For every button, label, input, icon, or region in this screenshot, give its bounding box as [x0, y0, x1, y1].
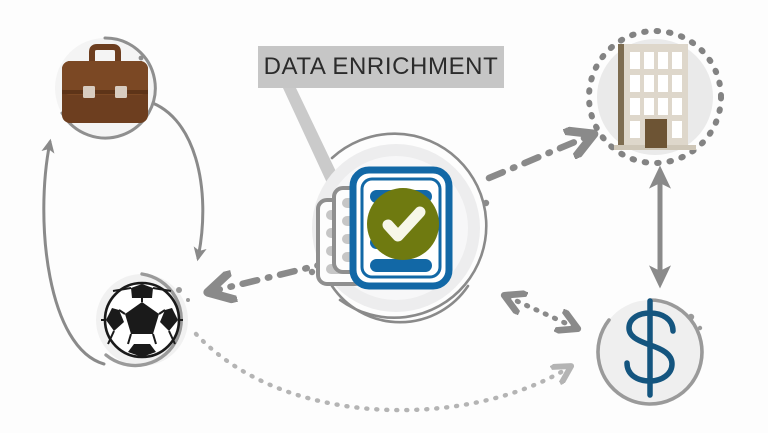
dollar-sign-icon [624, 298, 676, 398]
building-left-edge-icon [618, 44, 624, 148]
briefcase-clasp-right-icon [115, 86, 127, 98]
node-dollar[interactable] [596, 298, 704, 406]
briefcase-clasp-left-icon [83, 86, 95, 98]
briefcase-ring-arc [60, 36, 157, 140]
soccer-ring-dot-b [186, 298, 190, 302]
connector-briefcase-to-soccer [141, 98, 207, 262]
center-ring-dot-a [308, 268, 316, 276]
soccer-patch-right-icon [160, 308, 178, 331]
node-soccer-ball[interactable] [96, 272, 190, 368]
briefcase-ring-dot [138, 55, 144, 61]
node-building[interactable] [586, 28, 724, 166]
dollar-ring-dot-a [687, 313, 695, 321]
briefcase-handle-icon [89, 44, 121, 62]
soccer-patch-center-icon [125, 302, 159, 334]
center-ring-arc-inner [330, 284, 470, 324]
center-verified-badge-icon [367, 188, 439, 260]
briefcase-divider-icon [62, 90, 148, 94]
soccer-seams-icon [101, 287, 183, 345]
building-windows-icon [630, 52, 682, 138]
soccer-ring-dot-a [176, 287, 182, 293]
soccer-patch-bottom-icon [128, 344, 156, 357]
node-briefcase[interactable] [55, 36, 157, 140]
connector-soccer-to-briefcase [41, 138, 106, 366]
dollar-ring-dot-b [697, 325, 703, 331]
center-ring-arc-outer [330, 132, 488, 319]
data-enrichment-banner-label: DATA ENRICHMENT [263, 53, 499, 80]
connector-layer [41, 98, 671, 413]
building-dotted-ring [586, 28, 724, 166]
connector-soccer-to-dollar [193, 331, 568, 413]
soccer-ring-arc [104, 272, 183, 368]
briefcase-body-top-icon [62, 61, 148, 95]
soccer-patch-top-icon [131, 284, 153, 298]
connector-center-to-soccer [213, 258, 336, 291]
soccer-patch-left-icon [106, 308, 124, 331]
connector-center-to-building [485, 136, 589, 182]
connector-center-to-dollar [508, 297, 574, 327]
center-ring-dot-b [482, 199, 490, 207]
node-center-data-enrichment[interactable] [308, 132, 490, 324]
data-enrichment-banner: DATA ENRICHMENT [258, 46, 504, 88]
building-door-icon [645, 119, 667, 148]
